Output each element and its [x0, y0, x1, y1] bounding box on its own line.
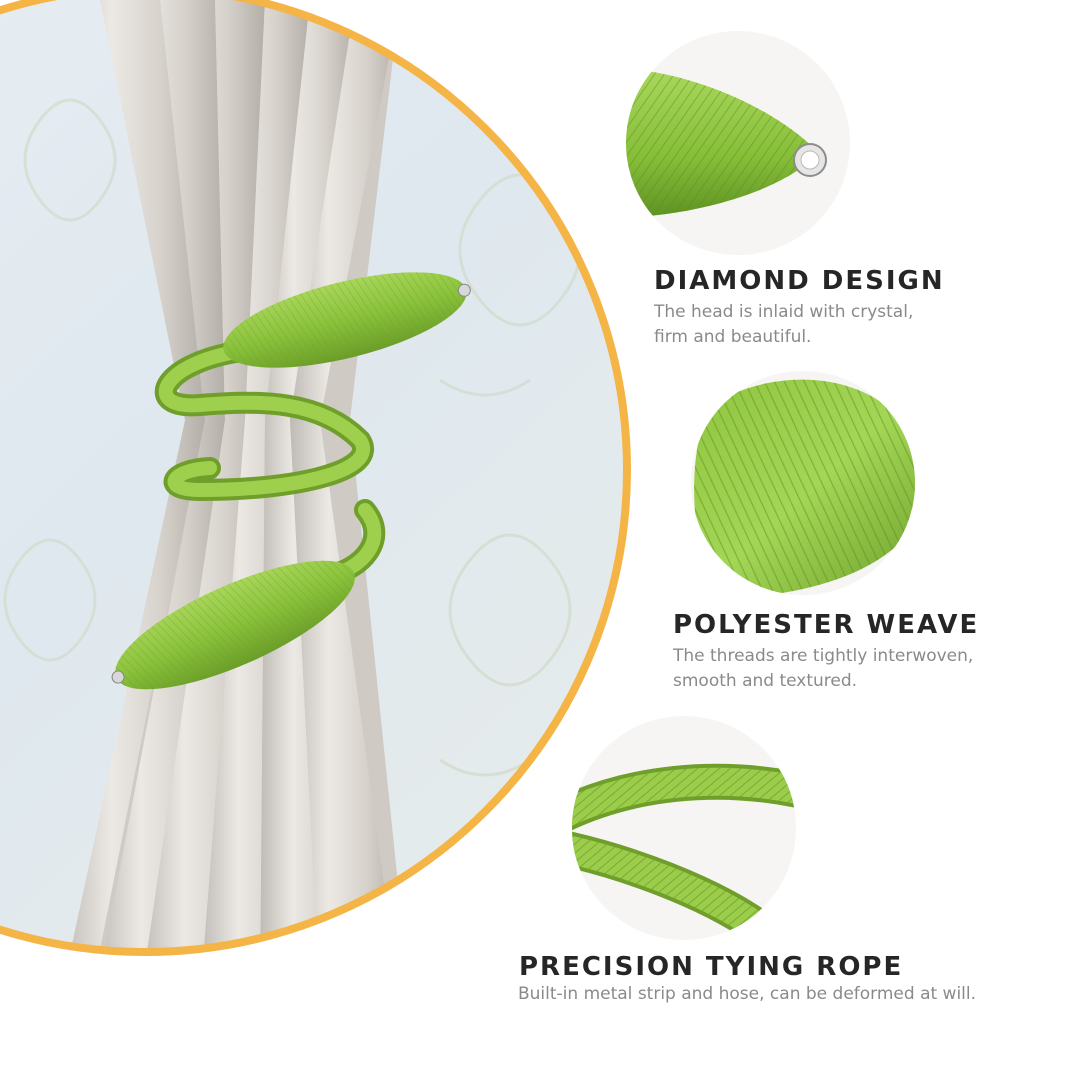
- feature-desc-diamond-design: The head is inlaid with crystal, firm an…: [654, 300, 913, 350]
- desc-line: Built-in metal strip and hose, can be de…: [518, 984, 977, 1004]
- feature-desc-polyester-weave: The threads are tightly interwoven, smoo…: [673, 644, 973, 694]
- detail-tying-rope-image: [572, 716, 796, 940]
- detail-polyester-weave-image: [691, 371, 915, 595]
- desc-line: The threads are tightly interwoven,: [673, 646, 974, 666]
- feature-title-polyester-weave: POLYESTER WEAVE: [673, 610, 980, 640]
- desc-line: firm and beautiful.: [654, 327, 812, 347]
- feature-title-precision-tying-rope: PRECISION TYING ROPE: [519, 952, 904, 982]
- feature-desc-precision-tying-rope: Built-in metal strip and hose, can be de…: [518, 982, 976, 1007]
- desc-line: smooth and textured.: [673, 671, 858, 691]
- feature-title-diamond-design: DIAMOND DESIGN: [654, 266, 945, 296]
- desc-line: The head is inlaid with crystal,: [654, 302, 914, 322]
- detail-diamond-tip-image: [626, 31, 850, 255]
- hero-curtain-image: [0, 0, 631, 956]
